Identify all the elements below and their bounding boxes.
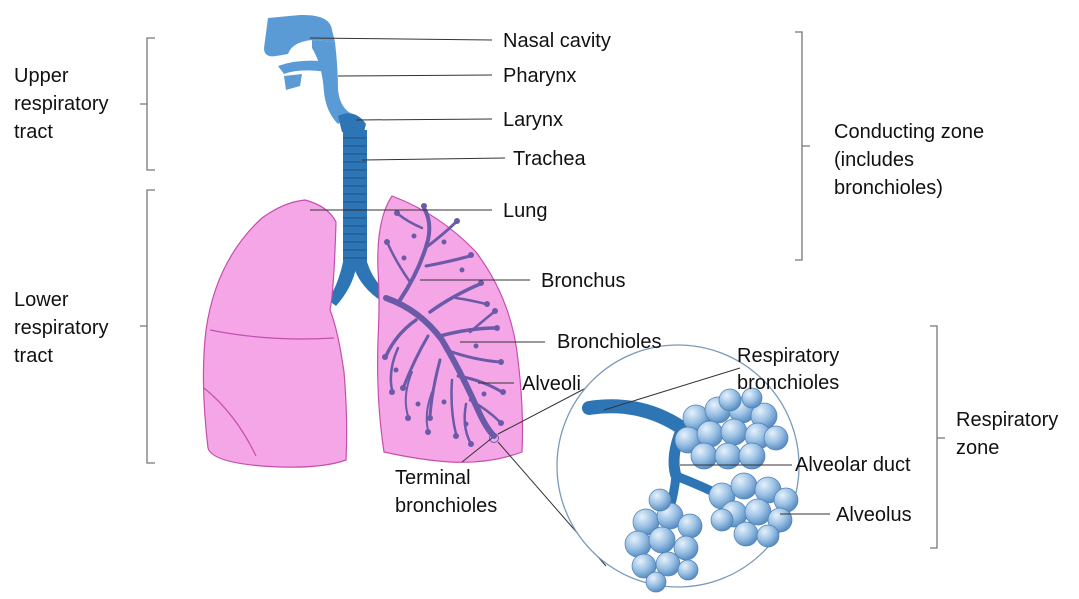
group-lower-respiratory-tract: Lower respiratory tract [14,289,114,367]
label-respiratory-bronchioles: Respiratory bronchioles [737,345,845,394]
label-larynx: Larynx [503,109,563,131]
label-terminal-bronchioles-line2: bronchioles [395,495,497,517]
label-lung: Lung [503,200,548,222]
pharynx-shape [278,40,352,124]
bracket-respiratory-zone [930,326,945,548]
group-conducting-line2: (includes [834,149,914,171]
label-alveolar-duct: Alveolar duct [795,454,911,476]
label-bronchioles: Bronchioles [557,331,662,353]
label-terminal-bronchioles-line1: Terminal [395,467,471,489]
label-nasal-cavity: Nasal cavity [503,30,611,52]
group-conducting-zone: Conducting zone (includes bronchioles) [834,121,990,199]
group-conducting-line3: bronchioles) [834,177,943,199]
group-upper-line1: Upper [14,65,69,87]
group-respiratory-zone: Respiratory zone [956,409,1064,459]
larynx-shape [338,113,366,132]
bracket-upper-tract [140,38,155,170]
label-bronchus: Bronchus [541,270,626,292]
label-alveoli: Alveoli [522,373,581,395]
group-upper-line3: tract [14,121,53,143]
left-lung-shape [203,200,346,467]
group-respiratory-line1: Respiratory [956,409,1058,431]
label-terminal-bronchioles: Terminal bronchioles [395,467,497,517]
group-respiratory-line2: zone [956,437,999,459]
label-alveolus: Alveolus [836,504,912,526]
label-respiratory-bronchioles-line2: bronchioles [737,372,839,394]
group-upper-line2: respiratory [14,93,108,115]
group-lower-line2: respiratory [14,317,108,339]
bracket-lower-tract [140,190,155,463]
group-conducting-line1: Conducting zone [834,121,984,143]
label-respiratory-bronchioles-line1: Respiratory [737,345,839,367]
group-lower-line1: Lower [14,289,69,311]
label-trachea: Trachea [513,148,587,170]
group-upper-respiratory-tract: Upper respiratory tract [14,65,114,143]
group-lower-line3: tract [14,345,53,367]
bracket-conducting-zone [795,32,810,260]
label-pharynx: Pharynx [503,65,576,87]
